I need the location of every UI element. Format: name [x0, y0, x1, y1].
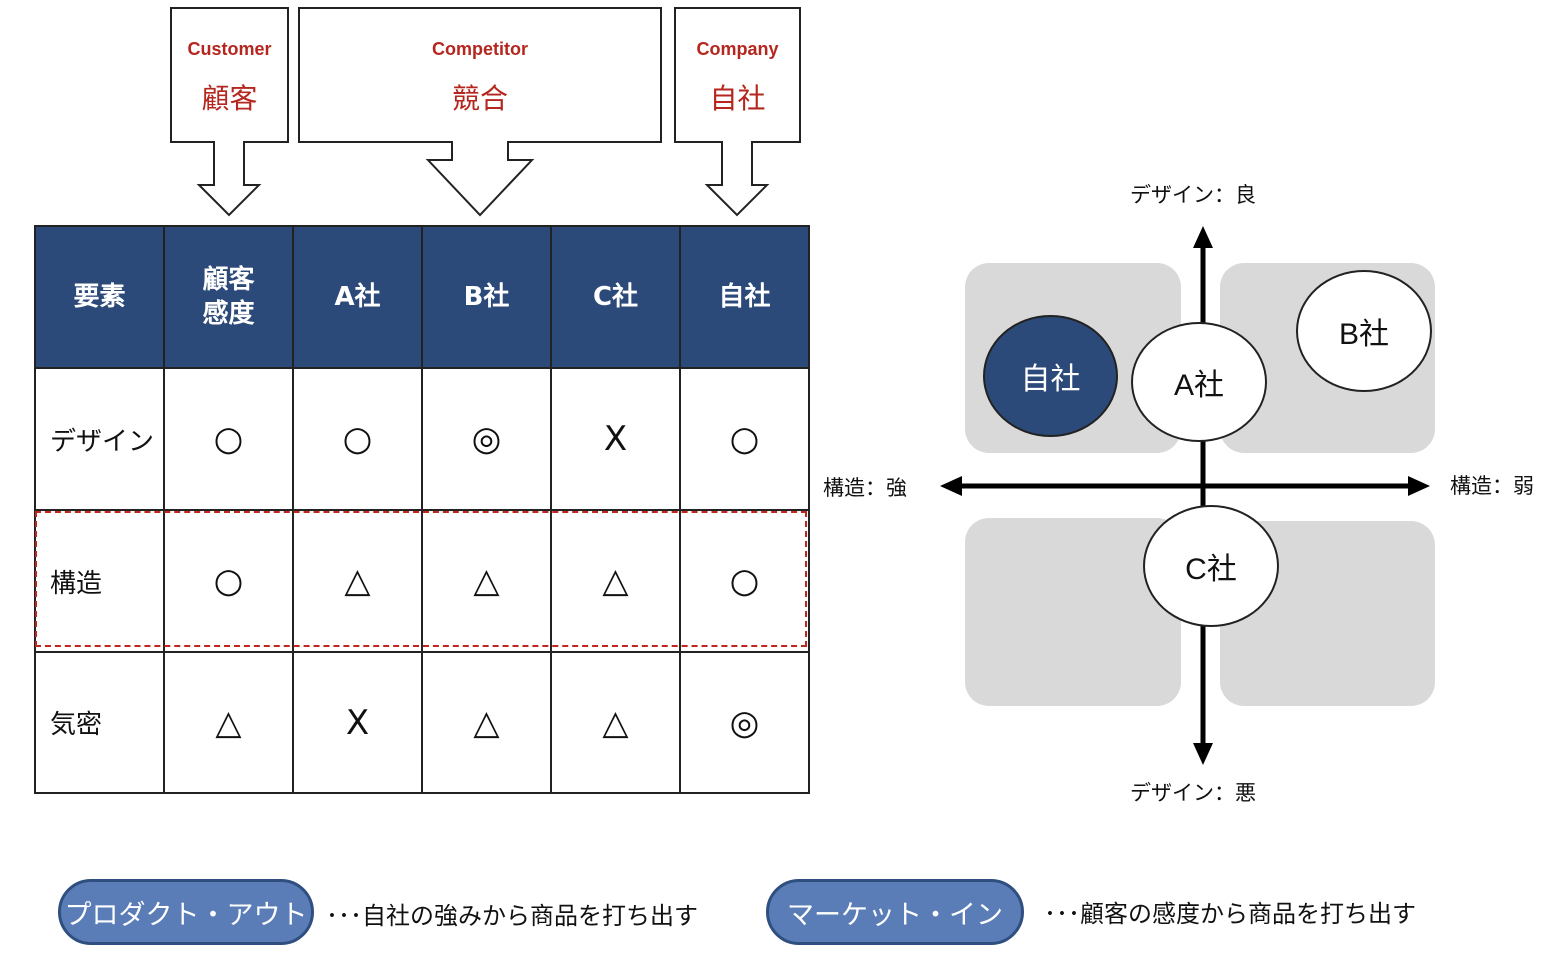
arrow-up-icon — [1193, 226, 1213, 248]
header-cell: B社 — [421, 225, 552, 369]
callout-competitor: Competitor 競合 — [298, 7, 662, 143]
callout-competitor-jp: 競合 — [451, 82, 508, 115]
rating-cell: ○ — [292, 367, 423, 511]
rating-cell: ○ — [679, 509, 810, 653]
bubble-company-b: B社 — [1296, 270, 1432, 392]
rating-cell: ○ — [163, 367, 294, 511]
note-product-out: ･･･自社の強みから商品を打ち出す — [326, 902, 698, 930]
rating-cell: △ — [550, 651, 681, 794]
callout-customer: Customer 顧客 — [170, 7, 289, 143]
axis-label-right: 構造：弱 — [1450, 474, 1534, 498]
callout-company-en: Company — [696, 39, 779, 59]
pill-product-out: プロダクト・アウト — [58, 879, 314, 945]
header-cell: C社 — [550, 225, 681, 369]
rating-cell: ○ — [679, 367, 810, 511]
axis-label-top: デザイン：良 — [1130, 183, 1256, 207]
axis-label-left: 構造：強 — [823, 476, 907, 500]
arrow-down-icon — [1193, 743, 1213, 765]
note-market-in: ･･･顧客の感度から商品を打ち出す — [1044, 900, 1416, 928]
bubble-company-a: A社 — [1131, 322, 1267, 442]
down-arrows — [196, 141, 770, 217]
rating-cell: ○ — [163, 509, 294, 653]
header-cell: 自社 — [679, 225, 810, 369]
callout-customer-en: Customer — [187, 39, 272, 59]
rating-cell: △ — [550, 509, 681, 653]
rating-cell: ◎ — [679, 651, 810, 794]
rating-cell: △ — [421, 509, 552, 653]
down-arrow-company — [704, 141, 770, 217]
row-label: 気密 — [34, 651, 165, 794]
pill-market-in: マーケット・イン — [766, 879, 1024, 945]
arrow-left-icon — [940, 476, 962, 496]
rating-cell: X — [292, 651, 423, 794]
row-label: 構造 — [34, 509, 165, 653]
down-arrow-customer — [196, 141, 262, 217]
rating-cell: △ — [292, 509, 423, 653]
rating-cell: X — [550, 367, 681, 511]
down-arrow-competitor — [425, 141, 535, 217]
bubble-company-c: C社 — [1143, 505, 1279, 627]
header-cell: A社 — [292, 225, 423, 369]
rating-cell: △ — [421, 651, 552, 794]
arrow-right-icon — [1408, 476, 1430, 496]
header-cell: 顧客 感度 — [163, 225, 294, 369]
bubble-own-company: 自社 — [983, 315, 1118, 437]
rating-cell: △ — [163, 651, 294, 794]
row-label: デザイン — [34, 367, 165, 511]
axis-label-bottom: デザイン：悪 — [1130, 781, 1256, 805]
rating-cell: ◎ — [421, 367, 552, 511]
callout-company-jp: 自社 — [709, 82, 766, 115]
callout-competitor-en: Competitor — [432, 39, 528, 59]
callout-customer-jp: 顧客 — [201, 82, 258, 115]
header-cell: 要素 — [34, 225, 165, 369]
